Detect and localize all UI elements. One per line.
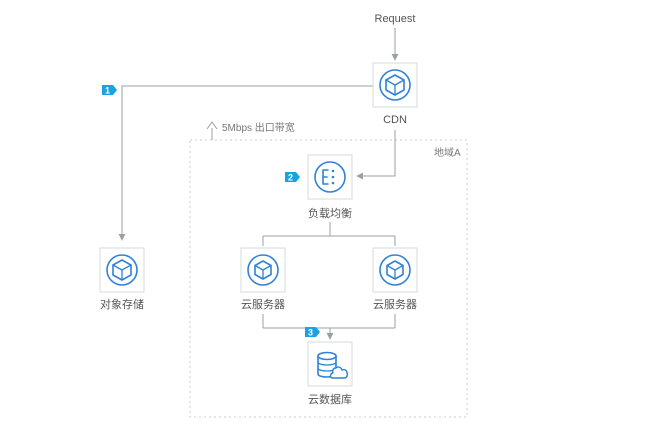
server-icon bbox=[247, 254, 279, 286]
region-a-boundary bbox=[189, 139, 468, 418]
database-label: 云数据库 bbox=[308, 392, 352, 406]
server-right-label: 云服务器 bbox=[373, 298, 417, 311]
cdn-to-lb-line bbox=[356, 130, 396, 180]
cdn-node[interactable] bbox=[372, 62, 418, 108]
cdn-label: CDN bbox=[383, 114, 407, 126]
server-icon bbox=[379, 254, 411, 286]
database-node[interactable] bbox=[307, 341, 353, 387]
cdn-to-storage-line bbox=[118, 85, 373, 241]
request-label: Request bbox=[375, 13, 416, 25]
step-2-badge: 2 bbox=[285, 172, 300, 183]
server-left-node[interactable] bbox=[240, 247, 286, 293]
load-balancer-icon bbox=[314, 161, 346, 193]
object-storage-node[interactable] bbox=[99, 247, 145, 293]
region-a-label: 地域A bbox=[434, 146, 461, 159]
bandwidth-label: 5Mbps 出口带宽 bbox=[222, 121, 295, 134]
bandwidth-arrow-head bbox=[206, 121, 218, 130]
database-icon bbox=[317, 351, 349, 379]
server-left-label: 云服务器 bbox=[241, 298, 285, 311]
server-right-node[interactable] bbox=[372, 247, 418, 293]
svg-text:2: 2 bbox=[288, 173, 293, 183]
step-3-badge: 3 bbox=[305, 327, 320, 338]
cube-icon bbox=[106, 254, 138, 286]
svg-text:3: 3 bbox=[308, 328, 313, 338]
cube-icon bbox=[379, 69, 411, 101]
step-1-badge: 1 bbox=[102, 85, 117, 96]
load-balancer-label: 负载均衡 bbox=[308, 206, 352, 220]
load-balancer-node[interactable] bbox=[307, 154, 353, 200]
object-storage-label: 对象存储 bbox=[100, 297, 144, 311]
svg-text:1: 1 bbox=[105, 86, 110, 96]
